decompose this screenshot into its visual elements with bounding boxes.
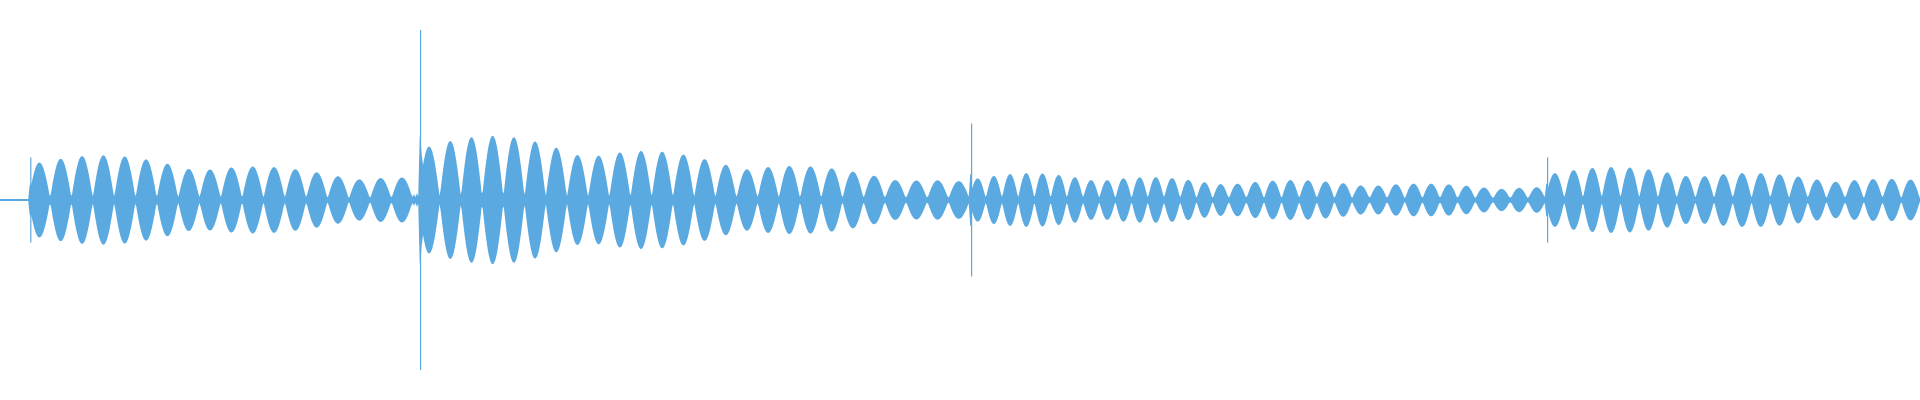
waveform-envelope xyxy=(0,135,1920,265)
waveform-bars xyxy=(0,30,1920,370)
